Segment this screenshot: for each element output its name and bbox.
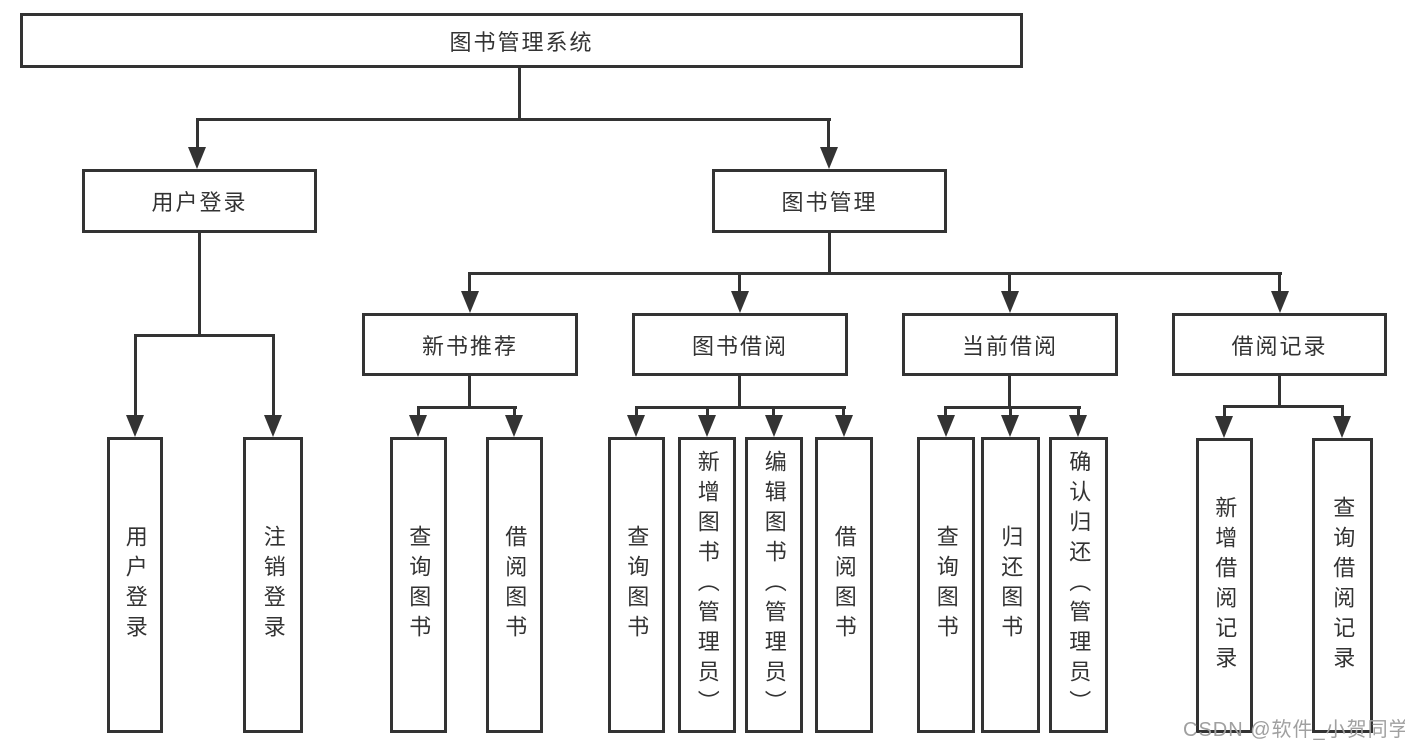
leaf-borrow-books-recommend: 借阅图书 [486, 437, 543, 733]
node-book-borrow: 图书借阅 [632, 313, 848, 376]
connector-line [468, 272, 1282, 275]
leaf-label: 新增借阅记录 [1212, 495, 1238, 676]
connector-line [944, 406, 947, 420]
connector-line [468, 272, 471, 295]
leaf-query-books-recommend: 查询图书 [390, 437, 447, 733]
connector-line [738, 374, 741, 409]
connector-line [518, 66, 521, 121]
arrow-down-icon [1271, 291, 1289, 313]
connector-line [198, 231, 201, 337]
connector-line [1009, 406, 1012, 420]
arrow-down-icon [937, 415, 955, 437]
connector-line [1008, 272, 1011, 295]
connector-line [272, 334, 275, 419]
node-label: 当前借阅 [961, 333, 1058, 359]
node-label: 图书管理 [781, 190, 878, 215]
leaf-query-borrow-record: 查询借阅记录 [1312, 438, 1373, 733]
connector-line [134, 334, 275, 337]
connector-line [196, 118, 199, 152]
connector-line [1077, 406, 1080, 420]
arrow-down-icon [1001, 291, 1019, 313]
arrow-down-icon [505, 415, 523, 437]
connector-line [1278, 374, 1281, 408]
connector-line [772, 406, 775, 420]
leaf-label: 查询图书 [624, 525, 650, 645]
connector-line [738, 272, 741, 295]
arrow-down-icon [126, 415, 144, 437]
leaf-borrow-books: 借阅图书 [815, 437, 873, 733]
arrow-down-icon [1333, 416, 1351, 438]
connector-line [635, 406, 846, 409]
connector-line [635, 406, 638, 420]
connector-line [468, 374, 471, 409]
leaf-label: 编辑图书（管理员） [761, 450, 787, 720]
node-label: 图书管理系统 [449, 29, 594, 55]
connector-line [828, 231, 831, 275]
node-label: 借阅记录 [1231, 333, 1328, 359]
arrow-down-icon [731, 291, 749, 313]
connector-line [417, 406, 420, 420]
connector-line [1341, 405, 1344, 420]
leaf-user-login: 用户登录 [107, 437, 163, 733]
leaf-label: 查询借阅记录 [1330, 495, 1356, 676]
leaf-label: 用户登录 [122, 525, 148, 645]
connector-line [706, 406, 709, 420]
connector-line [1278, 272, 1281, 295]
arrow-down-icon [1069, 415, 1087, 437]
node-book-management-system: 图书管理系统 [20, 13, 1023, 68]
node-new-book-recommend: 新书推荐 [362, 313, 578, 376]
leaf-label: 确认归还（管理员） [1066, 450, 1092, 720]
watermark: CSDN @软件_小贺同学 [1183, 719, 1405, 741]
arrow-down-icon [188, 147, 206, 169]
leaf-logout: 注销登录 [243, 437, 303, 733]
node-label: 用户登录 [151, 190, 248, 215]
leaf-add-borrow-record: 新增借阅记录 [1196, 438, 1253, 733]
leaf-add-book-admin: 新增图书（管理员） [678, 437, 736, 733]
connector-line [1008, 374, 1011, 409]
arrow-down-icon [835, 415, 853, 437]
leaf-label: 查询图书 [406, 525, 432, 645]
connector-line [513, 406, 516, 420]
arrow-down-icon [1215, 416, 1233, 438]
arrow-down-icon [461, 291, 479, 313]
connector-line [1223, 405, 1226, 420]
leaf-confirm-return-admin: 确认归还（管理员） [1049, 437, 1108, 733]
connector-line [842, 406, 845, 420]
connector-line [827, 118, 830, 152]
leaf-label: 新增图书（管理员） [694, 450, 720, 720]
connector-line [196, 118, 831, 121]
node-borrow-records: 借阅记录 [1172, 313, 1387, 376]
arrow-down-icon [627, 415, 645, 437]
node-label: 新书推荐 [421, 333, 518, 359]
leaf-return-books: 归还图书 [981, 437, 1040, 733]
node-current-borrow: 当前借阅 [902, 313, 1118, 376]
node-book-management: 图书管理 [712, 169, 947, 233]
connector-line [134, 334, 137, 419]
leaf-label: 注销登录 [260, 525, 286, 645]
leaf-label: 归还图书 [998, 525, 1024, 645]
node-user-login: 用户登录 [82, 169, 317, 233]
leaf-query-books-current: 查询图书 [917, 437, 975, 733]
connector-line [417, 406, 517, 409]
leaf-label: 借阅图书 [502, 525, 528, 645]
leaf-label: 借阅图书 [831, 525, 857, 645]
arrow-down-icon [765, 415, 783, 437]
connector-line [944, 406, 1081, 409]
arrow-down-icon [1001, 415, 1019, 437]
leaf-query-books-borrow: 查询图书 [608, 437, 665, 733]
connector-line [1223, 405, 1344, 408]
arrow-down-icon [264, 415, 282, 437]
arrow-down-icon [409, 415, 427, 437]
leaf-label: 查询图书 [933, 525, 959, 645]
arrow-down-icon [820, 147, 838, 169]
arrow-down-icon [698, 415, 716, 437]
node-label: 图书借阅 [691, 333, 788, 359]
leaf-edit-book-admin: 编辑图书（管理员） [745, 437, 803, 733]
